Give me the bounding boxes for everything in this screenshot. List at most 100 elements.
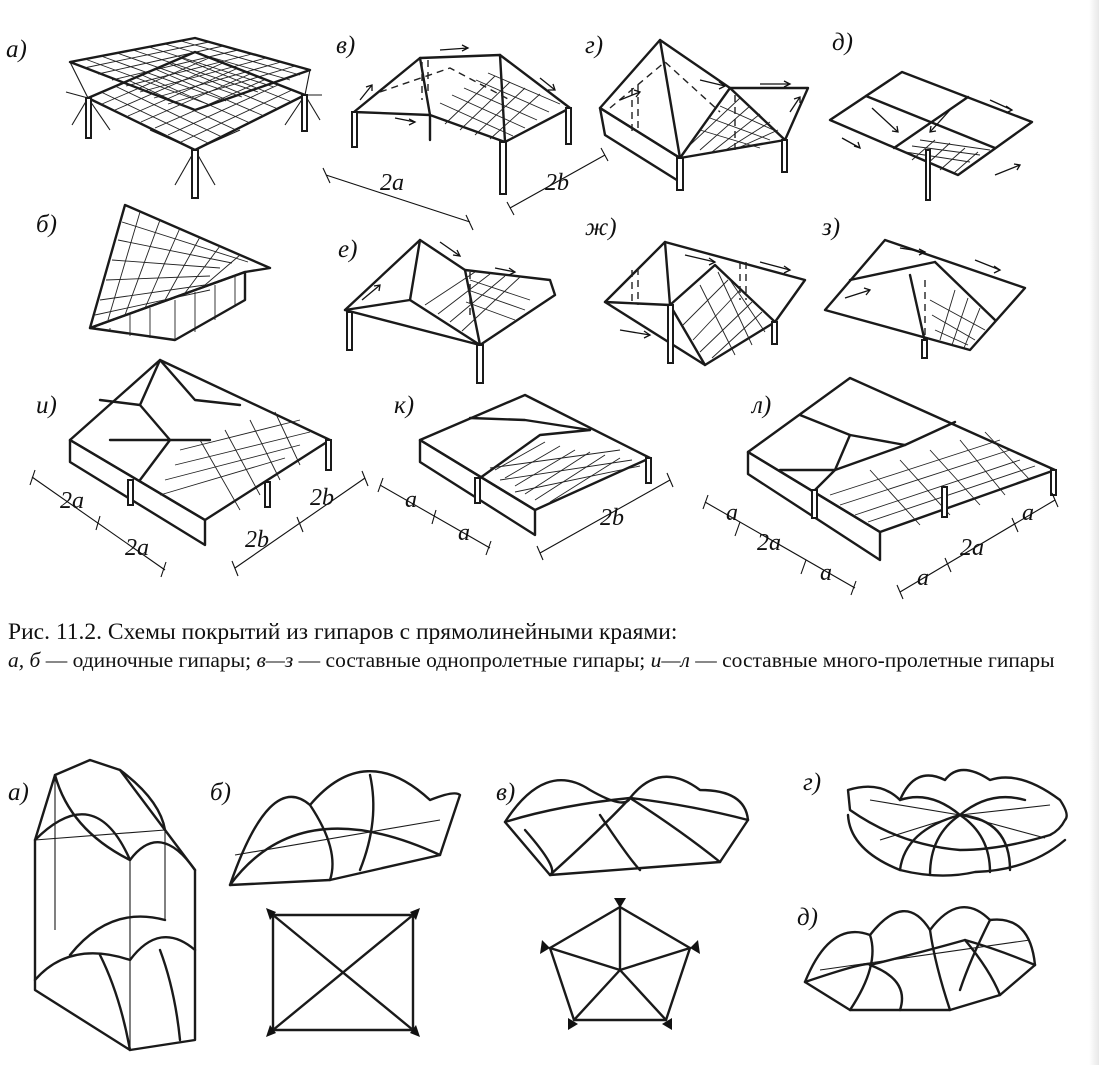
panel-a-roof-grid <box>100 57 293 144</box>
panel-v-column-2 <box>499 141 507 195</box>
panel-a-top: а) <box>6 36 322 199</box>
panel-a-column-front <box>191 149 199 199</box>
caption-il-text: — составные много-пролетные гипары <box>689 648 1055 672</box>
panel-zh-roof-outline <box>603 240 807 367</box>
panel-g-column-1 <box>676 157 684 191</box>
panel-a-column-left <box>85 97 92 139</box>
panel-l-column-1 <box>811 489 818 519</box>
panel-v-top: в) 2a 2b <box>322 32 609 231</box>
panel-g-top-label: г) <box>585 32 603 59</box>
panel-k-top-label: к) <box>394 392 414 419</box>
panel-v-dashed-1 <box>379 67 511 101</box>
panel-g-petal-3 <box>958 813 992 874</box>
caption-ab-text: — одиночные гипары; <box>40 648 257 672</box>
panel-b-grid <box>94 211 249 340</box>
panel-g-top: г) <box>585 32 810 191</box>
panel-z-column <box>921 339 928 359</box>
panel-g-grid <box>689 97 779 153</box>
panel-a-vault-rib-2 <box>118 768 167 832</box>
panel-g-spokes <box>869 799 1051 841</box>
panel-v-top-label: в) <box>336 32 355 59</box>
panel-b-rib-1 <box>228 827 442 887</box>
panel-z-grid <box>929 289 986 349</box>
panel-i-column-3 <box>325 439 332 471</box>
panel-e-top: е) <box>338 236 557 384</box>
panel-b-plan-square <box>271 913 415 1032</box>
panel-b-wall <box>88 270 247 342</box>
panel-v-column-3 <box>565 107 572 145</box>
panel-zh-column-2 <box>771 321 778 345</box>
panel-zh-top-label: ж) <box>585 214 617 241</box>
panel-a-bottom-outline <box>33 758 197 1052</box>
panel-g-bottom: г) <box>803 768 1068 877</box>
panel-b-bottom-vault <box>228 770 462 887</box>
panel-k-grid <box>489 441 641 503</box>
caption-title: Рис. 11.2. Схемы покрытий из гипаров с п… <box>8 619 678 645</box>
panel-b-rib-3 <box>358 773 375 872</box>
panel-b-top: б) <box>36 203 272 342</box>
panel-k-front-wall <box>418 438 537 537</box>
panel-g-dashed <box>609 61 736 150</box>
panel-b-bottom: б) <box>210 770 462 1037</box>
panel-a-outer-grid <box>68 36 312 112</box>
caption-ab: а, б <box>8 648 41 672</box>
panel-v-column-1 <box>351 111 358 148</box>
panel-b-plan-supports <box>266 908 420 1037</box>
panel-l-top-label: л) <box>750 392 771 419</box>
panel-g-petal-4 <box>898 796 1027 817</box>
panel-v-roof-outline <box>352 53 572 144</box>
panel-b-bottom-label: б) <box>210 779 231 806</box>
panel-e-grid <box>424 271 531 332</box>
panel-d-rib-3 <box>868 963 904 1012</box>
panel-zh-column-1 <box>667 304 674 364</box>
panel-k-top: к) a a 2b <box>377 392 674 561</box>
panel-k-dim-2b: 2b <box>600 505 624 531</box>
panel-l-top: л) a 2a a a 2a a <box>702 376 1059 600</box>
panel-d-force-arrows <box>841 99 1022 176</box>
panel-i-top-label: и) <box>36 392 57 419</box>
panel-a-vault-lower <box>33 936 197 982</box>
panel-i-dim-2a-1: 2a <box>60 488 84 514</box>
panel-a-vault-upper <box>33 813 197 872</box>
panel-d-top-label: д) <box>832 29 853 56</box>
panel-b-hypar <box>88 203 272 330</box>
panel-l-front-wall <box>746 450 882 562</box>
panel-z-roof-outline <box>823 238 1027 352</box>
panel-l-dim-a-3: a <box>917 565 929 591</box>
panel-l-dim-a-4: a <box>1022 500 1034 526</box>
panel-v-plan-supports <box>540 898 700 1030</box>
panel-v-rib-4 <box>628 796 722 864</box>
panel-e-top-label: е) <box>338 236 357 263</box>
panel-v-bottom-label: в) <box>496 779 515 806</box>
panel-g-bottom-label: г) <box>803 769 821 796</box>
panel-k-dim-a-1: a <box>405 487 417 513</box>
panel-a-column-right <box>301 94 308 132</box>
panel-e-column-2 <box>476 344 484 384</box>
panel-a-bottom: а) <box>8 758 197 1052</box>
caption-vz-text: — составные однопролетные гипары; <box>293 648 651 672</box>
panel-d-top: д) <box>828 29 1034 201</box>
panel-d-grid <box>904 139 991 174</box>
caption-vz: в—з <box>256 648 294 672</box>
panel-e-column-1 <box>346 311 353 351</box>
panel-a-vault-rib-1 <box>53 773 132 862</box>
panel-k-column-1 <box>474 477 481 504</box>
panel-b-rib-2 <box>308 803 334 882</box>
panel-v-bottom-vault <box>503 775 750 877</box>
panel-g-petal-2 <box>928 813 962 877</box>
panel-l-dim-a-2: a <box>820 560 832 586</box>
panel-i-grid <box>159 411 311 511</box>
panel-a-top-label: а) <box>6 36 27 63</box>
panel-i-dimensions: 2a 2a 2b 2b <box>29 469 369 578</box>
panel-i-column-2 <box>264 481 271 508</box>
panel-a-vault-lower-rib-3 <box>158 948 182 1042</box>
caption-il: и—л <box>650 648 690 672</box>
panel-a-vault-lower-rib-2 <box>98 953 132 1052</box>
panel-k-dim-a-2: a <box>458 520 470 546</box>
panel-l-column-3 <box>1050 469 1057 496</box>
panel-l-dim-2a-1: 2a <box>757 530 781 556</box>
panel-v-grid <box>439 72 561 140</box>
figure-caption: Рис. 11.2. Схемы покрытий из гипаров с п… <box>8 618 1093 674</box>
panel-v-rib-3 <box>548 796 632 877</box>
